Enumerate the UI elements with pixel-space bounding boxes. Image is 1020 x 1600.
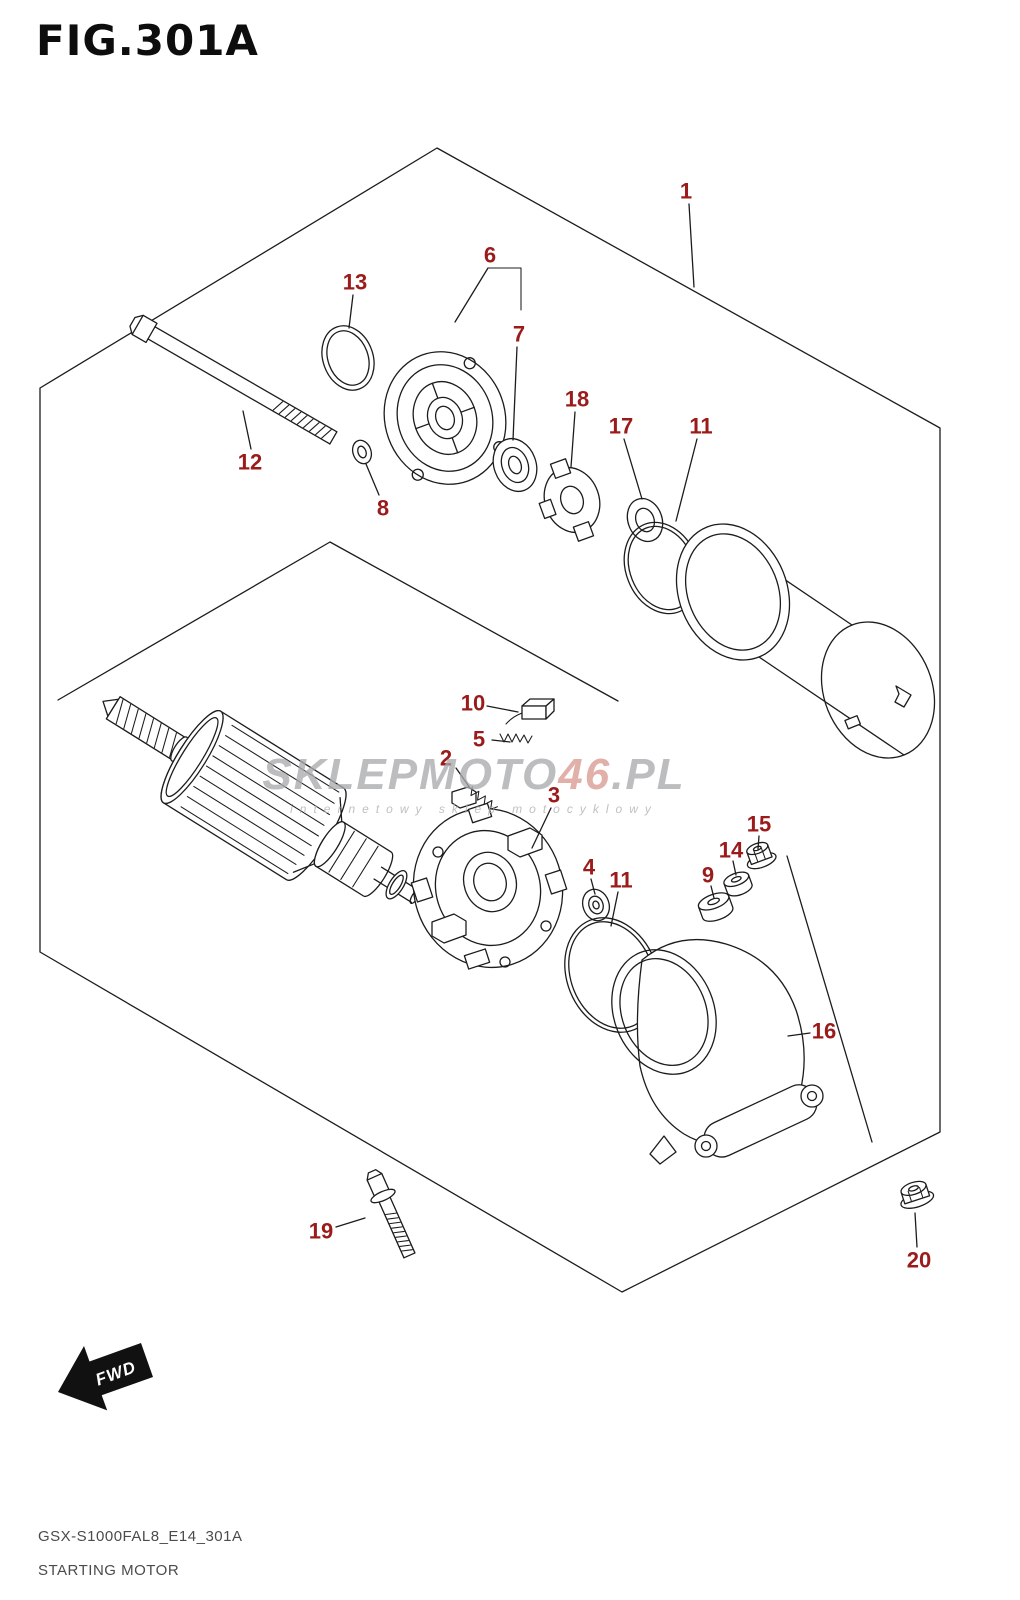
leader-line-15 [757, 835, 760, 850]
brush-holder-plate-3 [410, 802, 568, 970]
part-label-11: 11 [689, 414, 712, 439]
inner-frame-edge [57, 541, 619, 702]
footer: GSX-S1000FAL8_E14_301A STARTING MOTOR [38, 1528, 242, 1579]
part-label-14: 14 [719, 838, 744, 863]
washer-9 [697, 892, 734, 922]
model-code: GSX-S1000FAL8_E14_301A [38, 1528, 243, 1545]
figure-title: FIG.301A [36, 16, 259, 65]
part-label-4: 4 [583, 855, 596, 880]
part-label-6: 6 [484, 243, 496, 268]
washer-17 [626, 497, 664, 543]
part-label-16: 16 [812, 1019, 836, 1044]
leader-line-14 [732, 860, 737, 876]
end-cover-16 [611, 938, 824, 1165]
leader-line-7 [512, 346, 518, 441]
part-label-19: 19 [309, 1219, 333, 1244]
leader-line-16 [787, 1032, 811, 1037]
lock-washer-18 [538, 458, 601, 542]
part-label-7: 7 [513, 322, 525, 347]
mount-bolt-19 [366, 1169, 416, 1259]
bracket-6-7 [487, 267, 522, 311]
figure-name: STARTING MOTOR [38, 1562, 180, 1579]
washer-14 [723, 871, 753, 897]
part-label-2: 2 [440, 746, 452, 771]
leader-line-11 [610, 891, 619, 927]
part-label-17: 17 [609, 414, 633, 439]
motor-housing-1 [675, 523, 936, 759]
leader-line-4 [590, 878, 596, 895]
part-label-8: 8 [377, 496, 389, 521]
part-label-11: 11 [609, 868, 632, 893]
washer-8 [351, 439, 373, 465]
through-bolt-12 [129, 314, 338, 445]
leader-line-17 [623, 438, 643, 500]
part-label-20: 20 [907, 1248, 931, 1273]
leader-line-11 [675, 438, 698, 522]
bearing-7 [492, 437, 538, 493]
fwd-indicator: FWD [58, 1343, 153, 1411]
nut-15 [746, 841, 777, 870]
inner-edge [786, 855, 873, 1143]
part-label-12: 12 [238, 450, 262, 475]
armature [102, 696, 421, 905]
part-label-9: 9 [702, 863, 714, 888]
o-ring-13 [321, 325, 375, 391]
leader-line-2 [455, 767, 471, 789]
part-label-15: 15 [747, 812, 771, 837]
brush-spring-5 [499, 733, 533, 744]
part-label-1: 1 [680, 179, 692, 204]
leader-line-6 [454, 267, 489, 323]
leader-line-19 [335, 1217, 366, 1228]
leader-line-10 [486, 705, 519, 713]
brush-10 [505, 698, 555, 725]
leader-line-12 [242, 410, 252, 450]
part-label-3: 3 [548, 783, 560, 808]
leader-line-18 [570, 411, 576, 468]
front-cover-6 [383, 351, 507, 485]
bearing-4 [581, 888, 611, 922]
part-label-5: 5 [473, 727, 485, 752]
leader-line-20 [914, 1212, 918, 1248]
leader-line-8 [365, 463, 380, 496]
brush-spring-2 [451, 786, 498, 810]
leader-line-1 [688, 203, 695, 288]
isometric-frame [39, 147, 941, 1293]
part-label-13: 13 [343, 270, 367, 295]
leader-line-5 [491, 739, 511, 743]
flange-nut-20 [900, 1180, 935, 1209]
leader-line-3 [531, 807, 552, 849]
leader-line-9 [710, 885, 715, 899]
fwd-arrow [58, 1343, 153, 1411]
leader-line-13 [348, 294, 354, 329]
part-label-10: 10 [461, 691, 485, 716]
part-label-18: 18 [565, 387, 589, 412]
